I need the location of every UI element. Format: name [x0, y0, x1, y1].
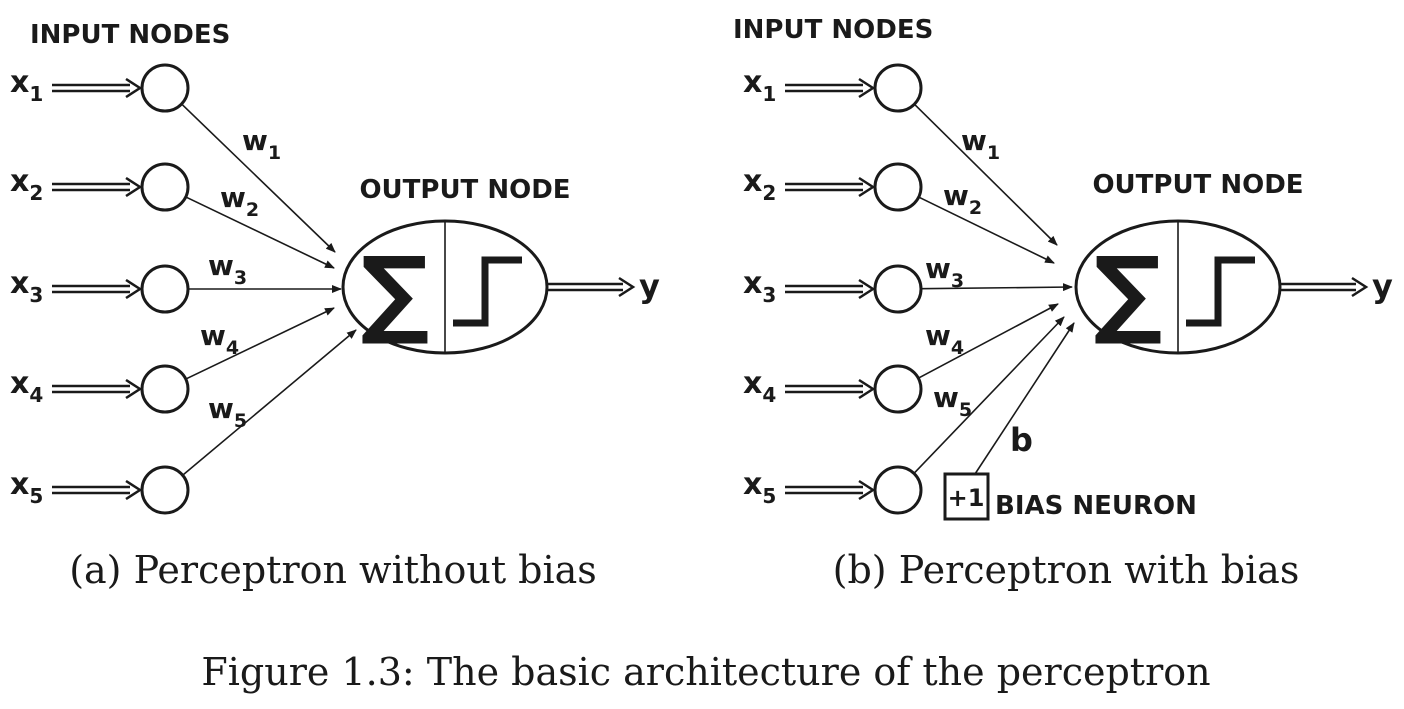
- output-node-heading: OUTPUT NODE: [359, 175, 570, 205]
- input-arrow-1: [52, 77, 143, 99]
- input-arrow-5: [785, 479, 876, 501]
- input-arrow-1: [785, 77, 876, 99]
- input-arrow-2: [52, 176, 143, 198]
- weight-connection-3: [920, 283, 1073, 292]
- weight-label-w5: w5: [933, 381, 972, 421]
- weight-connection-5: [913, 316, 1065, 474]
- output-node-heading: OUTPUT NODE: [1092, 170, 1303, 200]
- input-arrow-5: [52, 479, 143, 501]
- input-label-x1: x1: [10, 65, 43, 106]
- input-label-x2: x2: [743, 164, 776, 205]
- summation-symbol: ∑: [361, 236, 430, 348]
- input-label-x3: x3: [10, 266, 43, 307]
- input-nodes-heading: INPUT NODES: [733, 15, 933, 45]
- input-label-x5: x5: [743, 467, 776, 508]
- bias-neuron-label: BIAS NEURON: [995, 491, 1197, 521]
- weight-label-w4: w4: [925, 319, 964, 359]
- weight-label-w5: w5: [208, 392, 247, 432]
- panel-a-caption: (a) Perceptron without bias: [69, 548, 597, 592]
- weight-connection-4: [917, 303, 1059, 379]
- input-node-5: [140, 465, 190, 515]
- weight-connection-1: [913, 103, 1058, 246]
- input-arrow-4: [52, 378, 143, 400]
- input-label-x4: x4: [10, 366, 43, 407]
- output-label-y: y: [639, 267, 660, 305]
- input-label-x5: x5: [10, 467, 43, 508]
- weight-label-w1: w1: [961, 124, 1000, 164]
- panel-b-caption: (b) Perceptron with bias: [833, 548, 1300, 592]
- input-arrow-4: [785, 378, 876, 400]
- weight-label-w2: w2: [220, 181, 259, 221]
- bias-weight-label: b: [1010, 421, 1033, 459]
- input-node-2: [873, 162, 923, 212]
- input-node-3: [873, 264, 923, 314]
- input-label-x3: x3: [743, 266, 776, 307]
- weight-connection-1: [180, 103, 336, 253]
- input-label-x2: x2: [10, 164, 43, 205]
- weight-label-w3: w3: [208, 249, 247, 289]
- bias-value: +1: [948, 484, 985, 512]
- panel-b-perceptron-with-bias: INPUT NODES x1 x2 x3 x4 x5 w1 w2 w3 w4 w5 OUTPUT NO…: [733, 15, 1393, 521]
- output-label-y: y: [1372, 267, 1393, 305]
- input-label-x1: x1: [743, 65, 776, 106]
- weight-label-w3: w3: [925, 252, 964, 292]
- weight-connection-2: [918, 196, 1055, 264]
- bias-neuron-box: [943, 472, 990, 521]
- input-node-1: [873, 63, 923, 113]
- input-node-5: [873, 465, 923, 515]
- step-function-icon: [1186, 256, 1255, 327]
- weight-connection-5: [182, 329, 357, 476]
- input-node-2: [140, 162, 190, 212]
- input-arrow-2: [785, 176, 876, 198]
- input-arrow-3: [785, 278, 876, 300]
- input-nodes-heading: INPUT NODES: [30, 20, 230, 50]
- weight-connection-2: [185, 196, 335, 269]
- input-node-4: [140, 364, 190, 414]
- panel-a-perceptron-without-bias: INPUT NODES x1 x2 x3 x4 x5 w1 w2 w3 w4 w5 OUTPUT NO…: [10, 20, 660, 515]
- input-arrow-3: [52, 278, 143, 300]
- weight-connection-4: [185, 307, 335, 380]
- weight-label-w4: w4: [200, 319, 239, 359]
- step-function-icon: [453, 256, 522, 327]
- figure-caption: Figure 1.3: The basic architecture of th…: [201, 650, 1210, 694]
- input-node-3: [140, 264, 190, 314]
- input-label-x4: x4: [743, 366, 776, 407]
- summation-symbol: ∑: [1094, 236, 1163, 348]
- input-node-4: [873, 364, 923, 414]
- output-arrow: [547, 276, 636, 298]
- weight-label-w2: w2: [943, 179, 982, 219]
- weight-label-w1: w1: [242, 124, 281, 164]
- output-arrow: [1280, 276, 1369, 298]
- bias-connection: [974, 322, 1075, 475]
- input-node-1: [140, 63, 190, 113]
